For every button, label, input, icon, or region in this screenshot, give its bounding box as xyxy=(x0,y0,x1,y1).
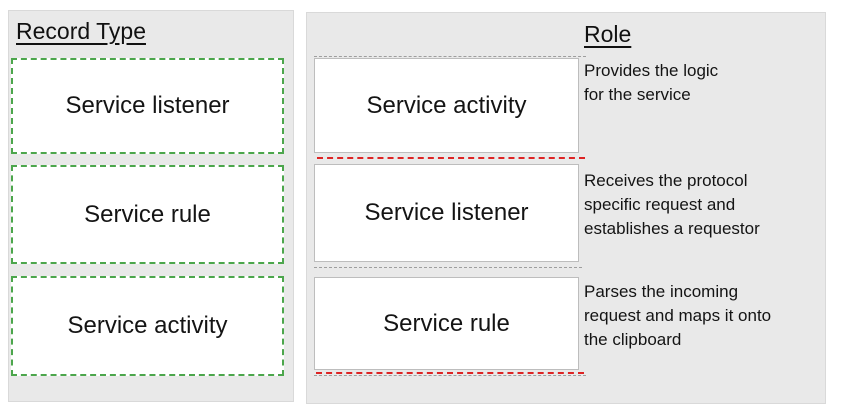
drop-indicator-red-slot1 xyxy=(317,157,585,159)
role-title: Role xyxy=(584,21,632,47)
role-description-1: Provides the logic for the service xyxy=(584,61,719,104)
drop-indicator-red-slot3 xyxy=(316,372,584,374)
drop-indicator-gray-slot3 xyxy=(314,375,586,376)
record-type-panel: Record Type Service listener Service rul… xyxy=(8,10,294,402)
role-slot-label: Service listener xyxy=(364,199,529,226)
record-type-card-label: Service listener xyxy=(65,92,230,119)
drop-indicator-gray-slot2 xyxy=(314,267,582,268)
record-type-card-label: Service activity xyxy=(67,312,228,339)
role-slot-label: Service rule xyxy=(383,309,510,337)
record-type-card-service-rule[interactable]: Service rule xyxy=(11,165,284,264)
record-type-title: Record Type xyxy=(16,18,146,44)
role-description-3: Parses the incoming request and maps it … xyxy=(584,282,772,349)
record-type-card-label: Service rule xyxy=(84,200,211,228)
role-slot-service-activity[interactable]: Service activity xyxy=(314,58,579,153)
record-type-card-service-listener[interactable]: Service listener xyxy=(11,58,284,154)
drop-indicator-gray-top xyxy=(314,56,586,57)
role-slot-service-rule[interactable]: Service rule xyxy=(314,277,579,370)
role-description-2: Receives the protocol specific request a… xyxy=(584,171,760,238)
record-type-card-service-activity[interactable]: Service activity xyxy=(11,276,284,376)
role-slot-service-listener[interactable]: Service listener xyxy=(314,164,579,262)
role-panel: Role Service activity Service listener S… xyxy=(306,12,826,404)
role-slot-label: Service activity xyxy=(366,91,527,119)
